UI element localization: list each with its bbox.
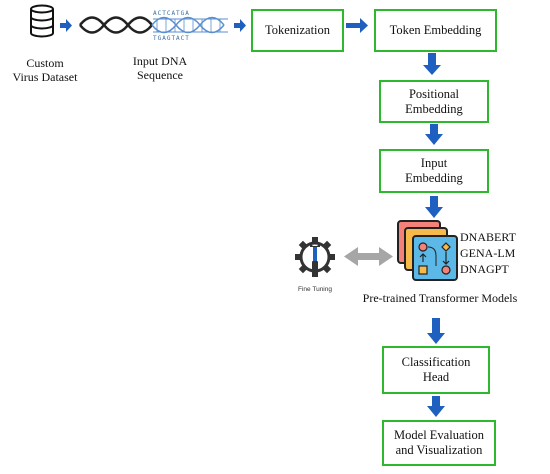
positional-embedding-box: Positional Embedding — [379, 80, 489, 123]
dna-top-letters: ACTCATGA — [153, 10, 190, 17]
dataset-label-line1: Custom — [26, 56, 64, 70]
arrow-models-to-classification — [427, 318, 445, 344]
input-embedding-box: Input Embedding — [379, 149, 489, 193]
transformer-layers-icon — [397, 220, 458, 281]
arrow-dna-to-tokenization — [234, 19, 246, 32]
evaluation-label-line2: and Visualization — [395, 443, 483, 457]
arrow-dataset-to-dna — [60, 19, 72, 32]
double-arrow — [344, 247, 393, 266]
model-name-2: DNAGPT — [460, 262, 509, 276]
arrow-tokenization-to-token-embedding — [346, 18, 368, 33]
model-name-0: DNABERT — [460, 230, 516, 244]
classification-head-box: Classification Head — [382, 346, 490, 394]
arrow-positional-to-input — [425, 124, 443, 145]
input-label-line2: Embedding — [405, 171, 463, 185]
dna-label: Input DNA Sequence — [120, 54, 200, 82]
arrow-classification-to-evaluation — [427, 396, 445, 417]
token-embedding-label: Token Embedding — [389, 23, 482, 37]
database-icon — [30, 4, 54, 38]
input-label-line1: Input — [420, 156, 448, 170]
arrow-input-to-models — [425, 196, 443, 218]
token-embedding-box: Token Embedding — [374, 9, 497, 52]
pretrained-label: Pre-trained Transformer Models — [362, 291, 518, 305]
tokenization-box: Tokenization — [251, 9, 344, 52]
fine-tuning-label: Fine Tuning — [298, 286, 332, 293]
classification-label-line2: Head — [422, 370, 450, 384]
dna-bottom-letters: TGAGTACT — [153, 35, 190, 42]
gear-wrench-icon — [295, 237, 335, 277]
classification-label-line1: Classification — [401, 355, 471, 369]
model-evaluation-box: Model Evaluation and Visualization — [382, 420, 496, 466]
model-list: DNABERT GENA-LM DNAGPT — [460, 229, 550, 277]
evaluation-label-line1: Model Evaluation — [394, 428, 484, 442]
tokenization-label: Tokenization — [264, 23, 331, 37]
model-name-1: GENA-LM — [460, 246, 516, 260]
dna-helix-icon: ACTCATGA TGAGTACT — [79, 10, 228, 42]
dataset-label: Custom Virus Dataset — [10, 56, 80, 84]
positional-label-line1: Positional — [408, 86, 459, 101]
dna-label-line1: Input DNA — [132, 54, 188, 68]
positional-label-line2: Embedding — [405, 101, 463, 116]
arrow-token-to-positional — [423, 53, 441, 75]
dataset-label-line2: Virus Dataset — [12, 70, 78, 84]
dna-label-line2: Sequence — [137, 68, 183, 82]
